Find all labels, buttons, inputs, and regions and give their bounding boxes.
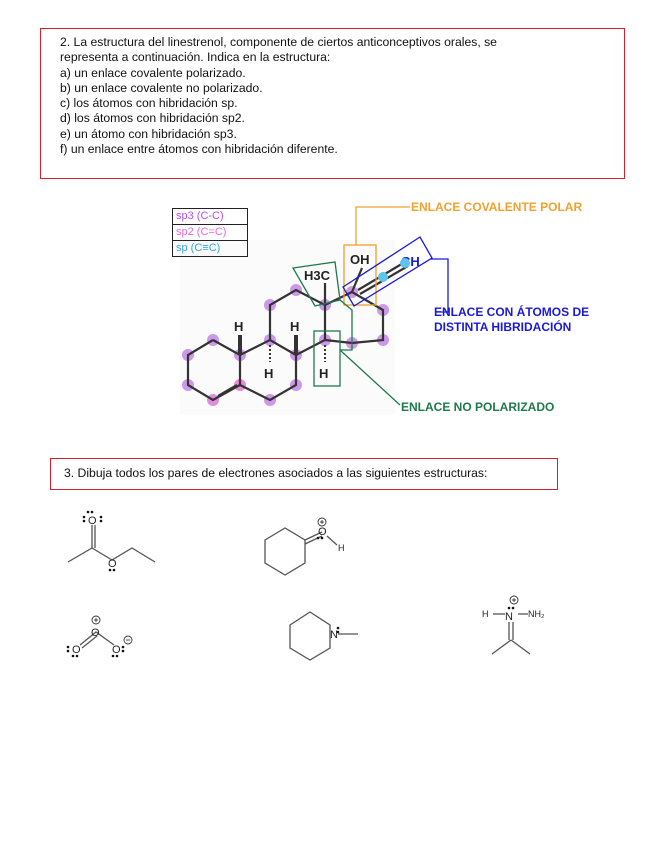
label-nonpolar-bond: ENLACE NO POLARIZADO bbox=[401, 400, 555, 414]
atom-o: O bbox=[318, 526, 327, 538]
legend-sp2: sp2 (C=C) bbox=[173, 225, 247, 241]
atom-o: O bbox=[108, 558, 117, 570]
piperidine-structure bbox=[289, 611, 358, 661]
q2-line: e) un átomo con hibridación sp3. bbox=[60, 126, 237, 141]
h-label: H bbox=[264, 366, 273, 381]
sp-markers bbox=[378, 258, 410, 282]
atom-o: O bbox=[91, 627, 100, 639]
q2-line: a) un enlace covalente polarizado. bbox=[60, 65, 246, 80]
label-diff-hybrid-2: DISTINTA HIBRIDACIÓN bbox=[434, 320, 572, 334]
legend-sp3: sp3 (C-C) bbox=[173, 209, 247, 225]
question-2-box bbox=[40, 28, 625, 179]
ozone-structure bbox=[79, 631, 115, 649]
q2-line: d) los átomos con hibridación sp2. bbox=[60, 111, 245, 126]
oxonium-structure bbox=[264, 527, 338, 576]
question-2-text: 2. La estructura del linestrenol, compon… bbox=[60, 35, 620, 157]
question-3-text: 3. Dibuja todos los pares de electrones … bbox=[64, 466, 488, 480]
oh-label: OH bbox=[350, 252, 370, 267]
h3c-label: H3C bbox=[304, 268, 331, 283]
label-polar-bond: ENLACE COVALENTE POLAR bbox=[411, 200, 583, 214]
atom-nh2: NH₂ bbox=[528, 609, 545, 619]
question-3-box bbox=[50, 458, 558, 490]
atom-o: O bbox=[112, 644, 121, 656]
atom-n: N bbox=[505, 611, 513, 623]
h-label: H bbox=[290, 319, 299, 334]
q2-line: c) los átomos con hibridación sp. bbox=[60, 96, 238, 111]
label-diff-hybrid-1: ENLACE CON ÁTOMOS DE bbox=[434, 305, 590, 319]
nonpolar-bond-marker bbox=[291, 261, 401, 406]
atom-h: H bbox=[338, 543, 345, 553]
hybridization-legend: sp3 (C-C) sp2 (C=C) sp (C≡C) bbox=[172, 208, 248, 257]
ester-structure bbox=[67, 525, 156, 563]
q2-line: f) un enlace entre átomos con hibridació… bbox=[60, 142, 338, 157]
hybrid-bond-marker bbox=[342, 236, 449, 313]
polar-bond-marker bbox=[343, 206, 410, 306]
h-label: H bbox=[234, 319, 243, 334]
stereo-bonds bbox=[238, 335, 326, 362]
atom-o: O bbox=[72, 644, 81, 656]
atom-h: H bbox=[482, 609, 489, 619]
atom-o: O bbox=[88, 515, 97, 527]
q2-line: representa a continuación. Indica en la … bbox=[60, 50, 331, 65]
molecule-image-background bbox=[180, 240, 395, 415]
q2-line: b) un enlace covalente no polarizado. bbox=[60, 80, 263, 95]
legend-sp: sp (C≡C) bbox=[176, 242, 221, 254]
q2-line: 2. La estructura del linestrenol, compon… bbox=[60, 35, 497, 49]
atom-n: N bbox=[330, 629, 338, 641]
hydrazone-structure bbox=[491, 613, 531, 655]
h-label: H bbox=[319, 366, 328, 381]
